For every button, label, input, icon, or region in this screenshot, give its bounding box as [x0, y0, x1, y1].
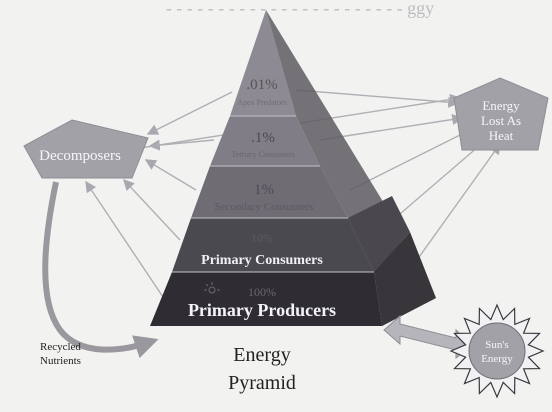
pyramid-band-lines [172, 115, 374, 273]
arrows-to-decomposers [85, 91, 233, 301]
caption-line2: Pyramid [228, 372, 296, 394]
arrow-apex-to-decomposers [146, 91, 233, 135]
energy-lost-line1: Energy [482, 98, 520, 113]
decomposers-label: Decomposers [39, 148, 121, 164]
sun-line1: Sun's [485, 339, 508, 351]
faded-header-text: - - - - - - - - - - - - - - - - - - - - … [166, 0, 434, 18]
primary-consumers-percent: 10% [251, 231, 273, 245]
pyramid-secondary-band [191, 166, 348, 218]
recycled-line2: Nutrients [40, 355, 81, 367]
arrow-tertiary-to-heat [319, 113, 464, 141]
apex-percent: .01% [246, 77, 277, 93]
recycled-line1: Recycled [40, 341, 81, 353]
secondary-name: Secondary Consumers [215, 201, 314, 213]
arrow-primary-consumers-to-decomposers [123, 178, 181, 241]
apex-name: Apex Predators [237, 98, 287, 107]
pyramid-apex-band [230, 10, 296, 116]
decomposers-shape [23, 119, 149, 179]
producers-percent: 100% [248, 285, 276, 299]
energy-lost-line3: Heat [489, 128, 514, 143]
arrow-secondary-to-heat [349, 129, 472, 191]
recycled-nutrients-arrow [42, 181, 159, 359]
pyramid-primary-consumers-band [172, 218, 374, 272]
secondary-percent: 1% [254, 182, 274, 198]
caption-line1: Energy [233, 344, 290, 366]
pyramid-right-face-mid [348, 196, 410, 272]
arrow-secondary-to-decomposers [144, 159, 197, 191]
primary-consumers-name: Primary Consumers [201, 253, 323, 268]
sun-core [468, 322, 526, 380]
pyramid-right-face-base [374, 232, 436, 326]
tertiary-name: Tertiary Consumers [231, 150, 294, 159]
arrow-producers-to-decomposers [85, 180, 166, 301]
arrow-apex-to-heat [295, 89, 460, 108]
small-sun-icon [204, 282, 220, 294]
energy-lost-line2: Lost As [481, 113, 521, 128]
producers-name: Primary Producers [188, 300, 336, 320]
pyramid-tertiary-band [210, 116, 320, 166]
sun-line2: Energy [481, 353, 513, 365]
tertiary-percent: .1% [251, 130, 275, 146]
energy-lost-shape [453, 77, 549, 151]
